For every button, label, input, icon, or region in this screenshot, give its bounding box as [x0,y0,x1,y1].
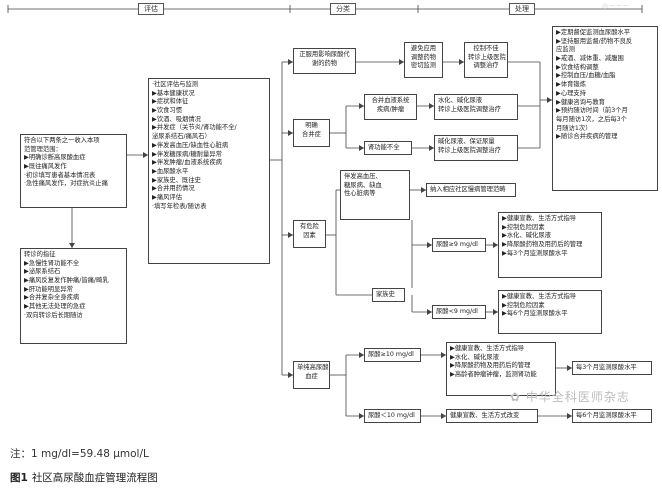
journal-watermark: ✿ 中华全科医师杂志 [510,390,630,404]
watermark-logo-icon: ✿ [510,390,526,404]
simple-ua-low-monitor-box: 每6个月监测尿酸水平 [572,409,652,423]
risk-factor-box: 有危险 因素 [293,220,326,248]
simple-ua-high-monitor-box: 每3个月监测尿酸水平 [572,361,652,375]
unit-note: 注：1 mg/dl=59.48 μmol/L [10,448,149,460]
family-history-box: 家族史 [372,288,405,302]
ua-low-threshold-box: 尿酸<9 mg/dl [432,305,486,319]
header-manage: 处理 [509,3,535,15]
drug-referral-box: 控制不佳 转诊上级医院 调整治疗 [464,42,508,78]
simple-ua-high-actions-box: ▶健康宣教、生活方式指导 ▶水化、碱化尿液 ▶降尿酸药物及用药后的管理 ▶高龄者… [446,342,556,396]
referral-indications-box: 转诊的指征 ▶急慢性肾功能不全 ▶泌尿系结石 ▶痛风反复发作肿痛/皆痛/畸乳 ▶… [20,248,127,344]
complication-box: 明确 合并症 [293,119,330,147]
community-assessment-box: ·社区评估与监测 ▶基本健康状况 ▶症状和体征 ▶饮食习惯 ▶饮酒、吸烟情况 ▶… [148,78,270,264]
ua-low-actions-box: ▶健康宣教、生活方式指导 ▶控制危险因素 ▶每6个月监测尿酸水平 [498,290,602,334]
simple-ua-low-actions-box: 健康宣教、生活方式改变 [446,409,538,423]
logo-mark-icon: ◎ ─ ─ ─ [602,2,628,10]
drug-influence-box: 正服用影响尿酸代 谢的药物 [293,48,356,74]
renal-action-box: 碱化尿液、保证尿量 转诊上级医院调整治疗 [434,135,518,161]
chronic-disease-management-box: 纳入相应社区慢病管理范畴 [426,183,516,197]
simple-ua-low-threshold-box: 尿酸＜10 mg/dl [364,409,421,423]
simple-ua-high-threshold-box: 尿酸≥10 mg/dl [364,348,421,362]
simple-hyperuricemia-box: 单纯高尿酸 血症 [293,361,330,389]
comorbidity-box: 伴发高血压、 糖尿病、缺血 性心脏病等 [340,170,410,220]
renal-insufficiency-box: 肾功能不全 [364,141,412,155]
blood-disease-action-box: 水化、碱化尿液 转诊上级医院调整治疗 [434,94,518,120]
ua-high-actions-box: ▶健康宣教、生活方式指导 ▶控制危险因素 ▶水化、碱化尿液 ▶降尿酸药物及用药后… [498,212,602,278]
drug-action-box: 避免应用 调整药物 密切监测 [404,42,443,78]
header-assess: 评估 [138,3,164,15]
long-term-management-box: ▶定期督促监测血尿酸水平 ▶坚持服用监督/药物不良反 应监测 ▶戒酒、减体重、减… [552,26,658,191]
entry-criteria-box: 符合以下两条之一收入本项 范管理范围： ▶明确诊断高尿酸血症 ▶既往痛风发作 ·… [20,134,127,208]
ua-high-threshold-box: 尿酸≥9 mg/dl [432,238,486,252]
blood-disease-box: 合并血液系统 疾病/肿瘤 [364,94,417,120]
header-classify: 分类 [330,3,356,15]
